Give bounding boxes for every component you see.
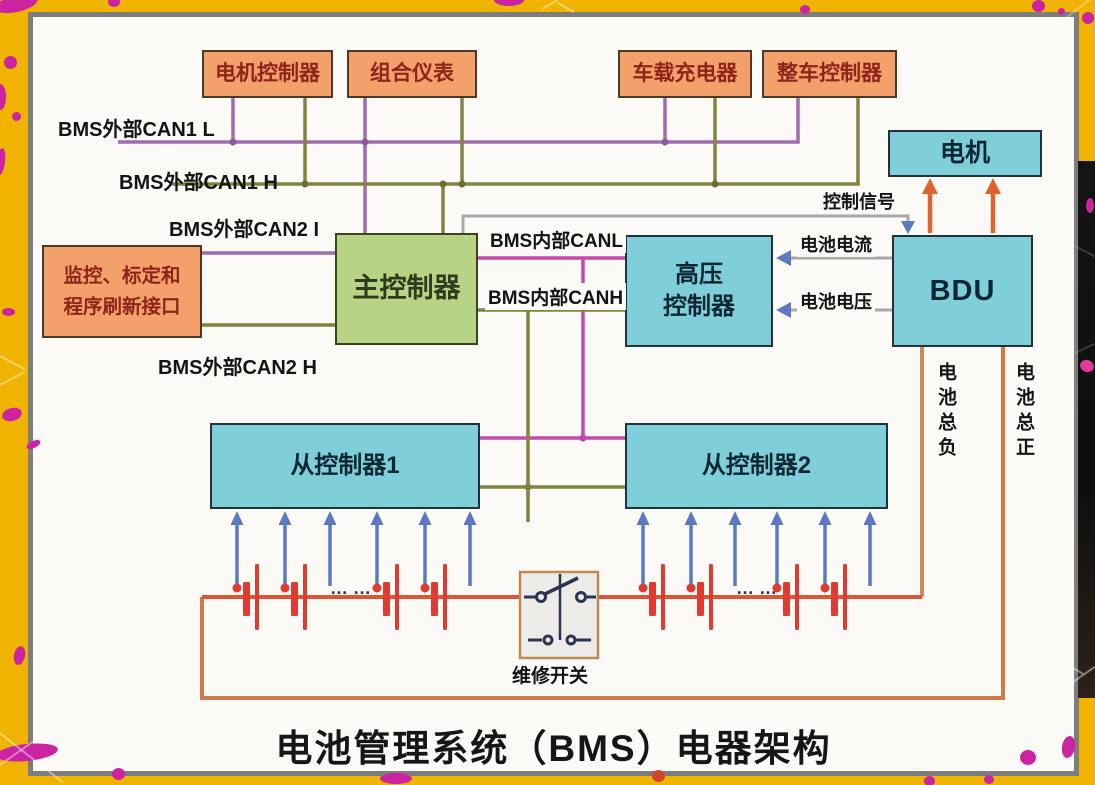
paint-splatter	[1082, 12, 1094, 24]
paint-splatter	[4, 56, 17, 69]
node-label-line2: 程序刷新接口	[63, 295, 181, 318]
label-ellipsis-left: … …	[330, 578, 372, 598]
paint-splatter	[380, 773, 412, 784]
node-motor: 电机	[888, 130, 1042, 177]
node-label: 整车控制器	[777, 61, 882, 85]
label-battery-current: 电池电流	[797, 231, 875, 257]
label-ellipsis-right: … …	[736, 578, 778, 598]
node-monitor-interface: 监控、标定和 程序刷新接口	[42, 245, 202, 338]
paint-splatter	[800, 5, 810, 14]
paint-splatter	[12, 112, 21, 121]
node-label-line2: 控制器	[663, 293, 735, 320]
diagram-title: 电池管理系统（BMS）电器架构	[275, 728, 832, 769]
label-battery-main-positive: 电池总正	[1013, 362, 1034, 462]
node-bdu: BDU	[892, 235, 1033, 347]
service-switch-symbol	[518, 570, 600, 660]
node-instrument-cluster: 组合仪表	[347, 50, 477, 98]
paint-splatter	[984, 775, 994, 784]
node-slave-controller-2: 从控制器2	[625, 423, 888, 509]
node-label: 从控制器2	[701, 452, 812, 479]
paint-splatter	[1058, 8, 1065, 15]
node-label-line1: 监控、标定和	[63, 265, 181, 288]
label-can2-l: BMS外部CAN2 I	[169, 219, 320, 241]
node-label: 车载充电器	[632, 61, 738, 85]
battery-current-wire	[776, 250, 892, 266]
can1-l-bus	[118, 98, 800, 233]
label-internal-can-h: BMS内部CANH	[485, 283, 627, 310]
node-label: BDU	[929, 274, 996, 307]
node-motor-controller: 电机控制器	[202, 50, 333, 98]
label-battery-voltage: 电池电压	[797, 288, 875, 314]
node-label: 主控制器	[352, 273, 461, 304]
node-hv-controller: 高压 控制器	[625, 235, 773, 347]
label-can1-h: BMS外部CAN1 H	[119, 172, 278, 194]
paint-splatter	[924, 776, 935, 785]
paint-splatter	[108, 0, 120, 7]
photo-edge-black-strip	[1078, 161, 1095, 698]
node-slave-controller-1: 从控制器1	[210, 423, 480, 509]
internal-can-h-wire	[478, 308, 625, 522]
cell-sense-arrows	[230, 511, 877, 586]
paint-splatter	[494, 0, 524, 6]
bdu-to-motor-arrows	[922, 178, 1001, 233]
label-battery-main-negative: 电池总负	[935, 362, 956, 462]
paint-splatter	[1020, 750, 1036, 765]
node-label-line1: 高压	[675, 260, 723, 288]
battery-positive-loop	[200, 347, 1005, 700]
node-label: 组合仪表	[370, 61, 454, 85]
paint-splatter	[0, 84, 6, 110]
node-onboard-charger: 车载充电器	[618, 50, 752, 98]
node-vehicle-controller: 整车控制器	[762, 50, 897, 98]
node-main-controller: 主控制器	[335, 233, 478, 345]
node-label: 电机控制器	[215, 61, 320, 85]
control-signal-wire	[461, 214, 915, 234]
label-can1-l: BMS外部CAN1 L	[58, 119, 215, 141]
label-can2-h: BMS外部CAN2 H	[158, 357, 317, 379]
label-control-signal: 控制信号	[820, 188, 898, 214]
paint-splatter	[1086, 198, 1094, 213]
node-label: 电机	[939, 138, 990, 167]
paint-splatter	[112, 768, 125, 780]
label-internal-can-l: BMS内部CANL	[487, 226, 626, 253]
paint-splatter	[1032, 0, 1045, 12]
label-service-switch: 维修开关	[512, 666, 589, 687]
paint-splatter	[2, 308, 15, 316]
can1-h-bus	[170, 98, 860, 233]
paint-splatter	[652, 770, 665, 782]
node-label: 从控制器1	[290, 452, 400, 479]
